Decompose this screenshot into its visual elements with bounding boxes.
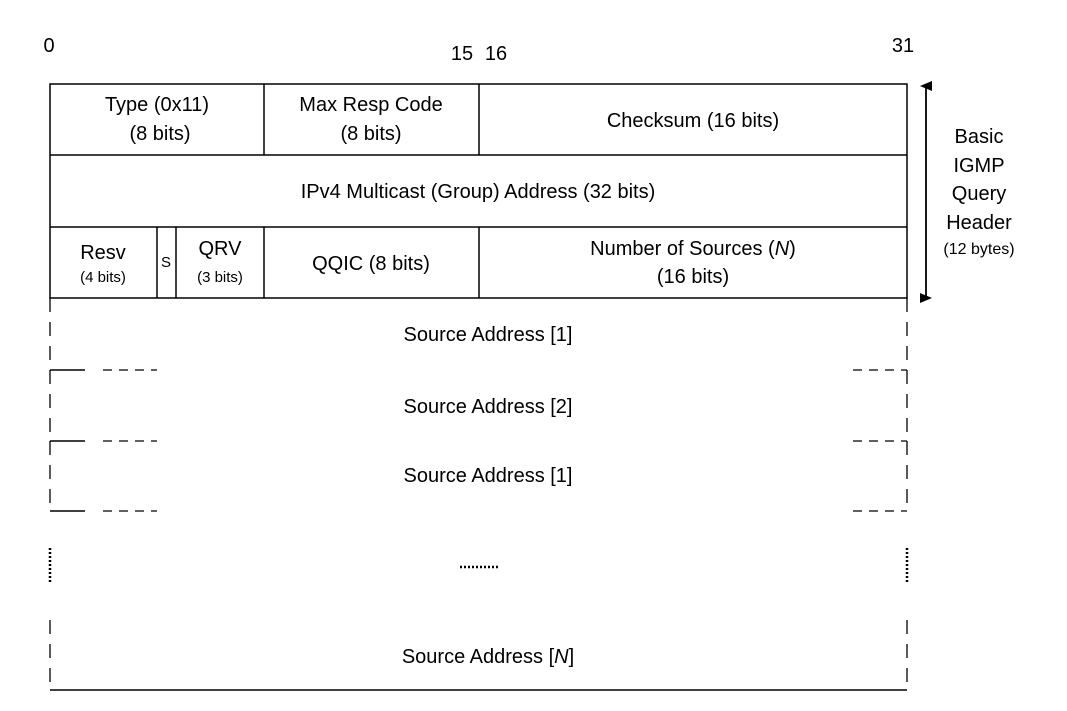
source-address-3-label: Source Address [1] bbox=[404, 465, 573, 487]
checksum-field-label: Checksum (16 bits) bbox=[607, 110, 779, 132]
qrv-field-label: QRV bbox=[199, 238, 243, 260]
source-address-2-label: Source Address [2] bbox=[404, 396, 573, 418]
qrv-field-size: (3 bits) bbox=[197, 269, 243, 286]
bit-number-0: 0 bbox=[43, 35, 54, 57]
source-address-n-label: Source Address [N] bbox=[402, 646, 574, 668]
resv-field-label: Resv bbox=[80, 242, 126, 264]
side-note-line-1: Basic bbox=[955, 126, 1004, 148]
side-note-size: (12 bytes) bbox=[943, 241, 1014, 258]
group-address-field-label: IPv4 Multicast (Group) Address (32 bits) bbox=[301, 181, 656, 203]
bit-number-16: 16 bbox=[485, 43, 507, 65]
resv-field-size: (4 bits) bbox=[80, 269, 126, 286]
side-note-line-2: IGMP bbox=[953, 155, 1004, 177]
side-note-line-4: Header bbox=[946, 212, 1012, 234]
bit-number-31: 31 bbox=[892, 35, 914, 57]
side-note-line-3: Query bbox=[952, 183, 1006, 205]
source-address-1-label: Source Address [1] bbox=[404, 324, 573, 346]
num-sources-field-label: Number of Sources (N) bbox=[590, 238, 796, 260]
max-resp-field-label: Max Resp Code bbox=[299, 94, 442, 116]
max-resp-field-size: (8 bits) bbox=[340, 123, 401, 145]
type-field-size: (8 bits) bbox=[129, 123, 190, 145]
qqic-field-label: QQIC (8 bits) bbox=[312, 253, 430, 275]
type-field-label: Type (0x11) bbox=[105, 94, 209, 116]
num-sources-field-size: (16 bits) bbox=[657, 266, 729, 288]
bit-number-15: 15 bbox=[451, 43, 473, 65]
s-flag-field-label: S bbox=[161, 254, 171, 271]
